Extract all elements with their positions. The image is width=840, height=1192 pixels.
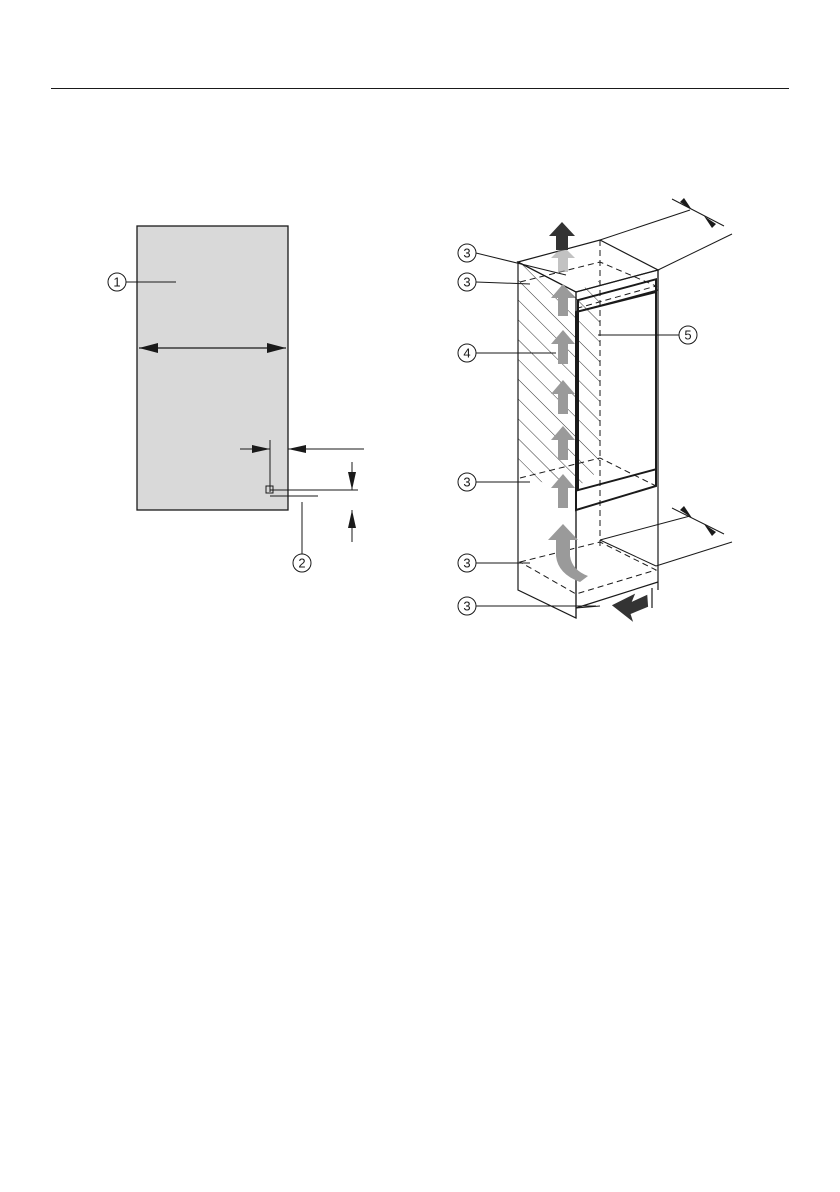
low-gap-ext-2 xyxy=(656,542,732,566)
right-figure: 3 3 4 5 3 3 3 xyxy=(458,198,732,623)
low-gap-dim xyxy=(672,508,724,534)
callout-3b-label: 3 xyxy=(463,275,470,290)
gap-arrow-right xyxy=(288,445,306,453)
callout-5-label: 5 xyxy=(684,328,691,343)
top-gap-ext-1 xyxy=(600,210,690,240)
low-gap-arrow-2 xyxy=(704,524,716,536)
left-figure: 1 2 xyxy=(108,226,364,572)
inlet-arrow xyxy=(611,593,649,623)
top-gap-arrow-2 xyxy=(704,216,716,228)
callout-3e-label: 3 xyxy=(463,599,470,614)
base-back-edge xyxy=(600,540,656,566)
callout-4-label: 4 xyxy=(463,346,470,361)
vdim-arrow-top xyxy=(348,472,356,490)
callout-3c-label: 3 xyxy=(463,475,470,490)
base-dashed-outline xyxy=(520,542,656,594)
top-gap-ext-2 xyxy=(658,234,732,270)
top-gap-dim xyxy=(672,199,724,226)
outlet-arrow xyxy=(549,222,575,250)
callout-2-label: 2 xyxy=(298,556,305,571)
low-gap-arrow-1 xyxy=(680,506,692,518)
appliance-panel xyxy=(137,226,288,510)
callout-3d-label: 3 xyxy=(463,556,470,571)
vdim-arrow-bottom xyxy=(348,510,356,528)
low-gap-ext-1 xyxy=(600,516,690,540)
callout-1-label: 1 xyxy=(113,275,120,290)
callout-3a-label: 3 xyxy=(463,246,470,261)
